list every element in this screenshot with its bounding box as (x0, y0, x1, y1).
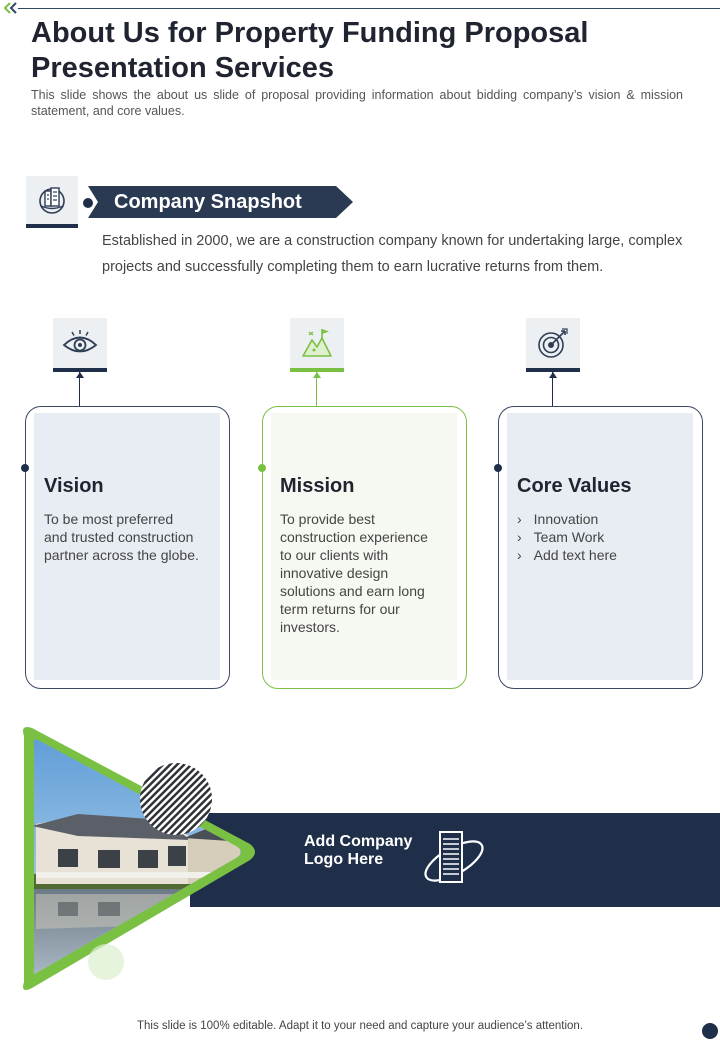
mission-connector-arrow (313, 372, 321, 378)
footer-note: This slide is 100% editable. Adapt it to… (136, 1020, 584, 1032)
vision-card (25, 406, 230, 689)
core-values-dot (494, 464, 502, 472)
core-values-list: › Innovation › Team Work › Add text here (517, 510, 617, 564)
vision-dot (21, 464, 29, 472)
footer-dot (702, 1023, 718, 1039)
list-item: › Add text here (517, 546, 617, 564)
buildings-globe-icon (39, 187, 65, 214)
mission-card-fill (271, 413, 457, 680)
mission-icon-box (290, 318, 344, 368)
vision-connector-arrow (76, 372, 84, 378)
vision-text: To be most preferred and trusted constru… (44, 511, 199, 563)
chevron-right-icon: › (517, 547, 522, 563)
core-values-title: Core Values (517, 475, 632, 497)
chevron-right-icon: › (517, 511, 522, 527)
snapshot-heading: Company Snapshot (114, 191, 302, 213)
page-title: About Us for Property Funding Proposal P… (31, 17, 589, 84)
core-value-label: Team Work (533, 529, 605, 545)
eye-icon (62, 330, 98, 353)
page-subtitle: This slide shows the about us slide of p… (31, 88, 683, 118)
snapshot-dot (83, 198, 93, 208)
mountain-flag-icon (302, 329, 332, 357)
house-photo (23, 727, 255, 990)
snapshot-banner (88, 186, 353, 218)
mission-icon-bar (290, 368, 344, 372)
top-rule (18, 8, 720, 9)
vision-title: Vision (44, 475, 104, 497)
vision-card-fill (34, 413, 220, 680)
list-item: › Innovation (517, 510, 617, 528)
target-arrow-icon (538, 328, 568, 358)
core-values-icon-bar (526, 368, 580, 372)
mission-text: To provide best construction experience … (280, 511, 428, 635)
double-chevron-left-icon (3, 2, 17, 14)
mission-title: Mission (280, 475, 355, 497)
vision-connector (79, 372, 80, 406)
vision-icon-bar (53, 368, 107, 372)
chevron-right-icon: › (517, 529, 522, 545)
mission-card (262, 406, 467, 689)
snapshot-description: Established in 2000, we are a constructi… (102, 233, 683, 275)
mission-connector (316, 372, 317, 406)
core-values-card-fill (507, 413, 693, 680)
core-values-connector (552, 372, 553, 406)
core-values-card (498, 406, 703, 689)
mission-dot (258, 464, 266, 472)
vision-icon-box (53, 318, 107, 368)
core-value-label: Add text here (533, 547, 617, 563)
company-logo-icon (424, 831, 484, 883)
core-value-label: Innovation (533, 511, 599, 527)
list-item: › Team Work (517, 528, 617, 546)
core-values-icon-box (526, 318, 580, 368)
logo-placeholder-text: Add Company Logo Here (304, 833, 413, 868)
snapshot-icon-bar (26, 224, 78, 228)
snapshot-icon-box (26, 176, 78, 224)
core-values-connector-arrow (549, 372, 557, 378)
